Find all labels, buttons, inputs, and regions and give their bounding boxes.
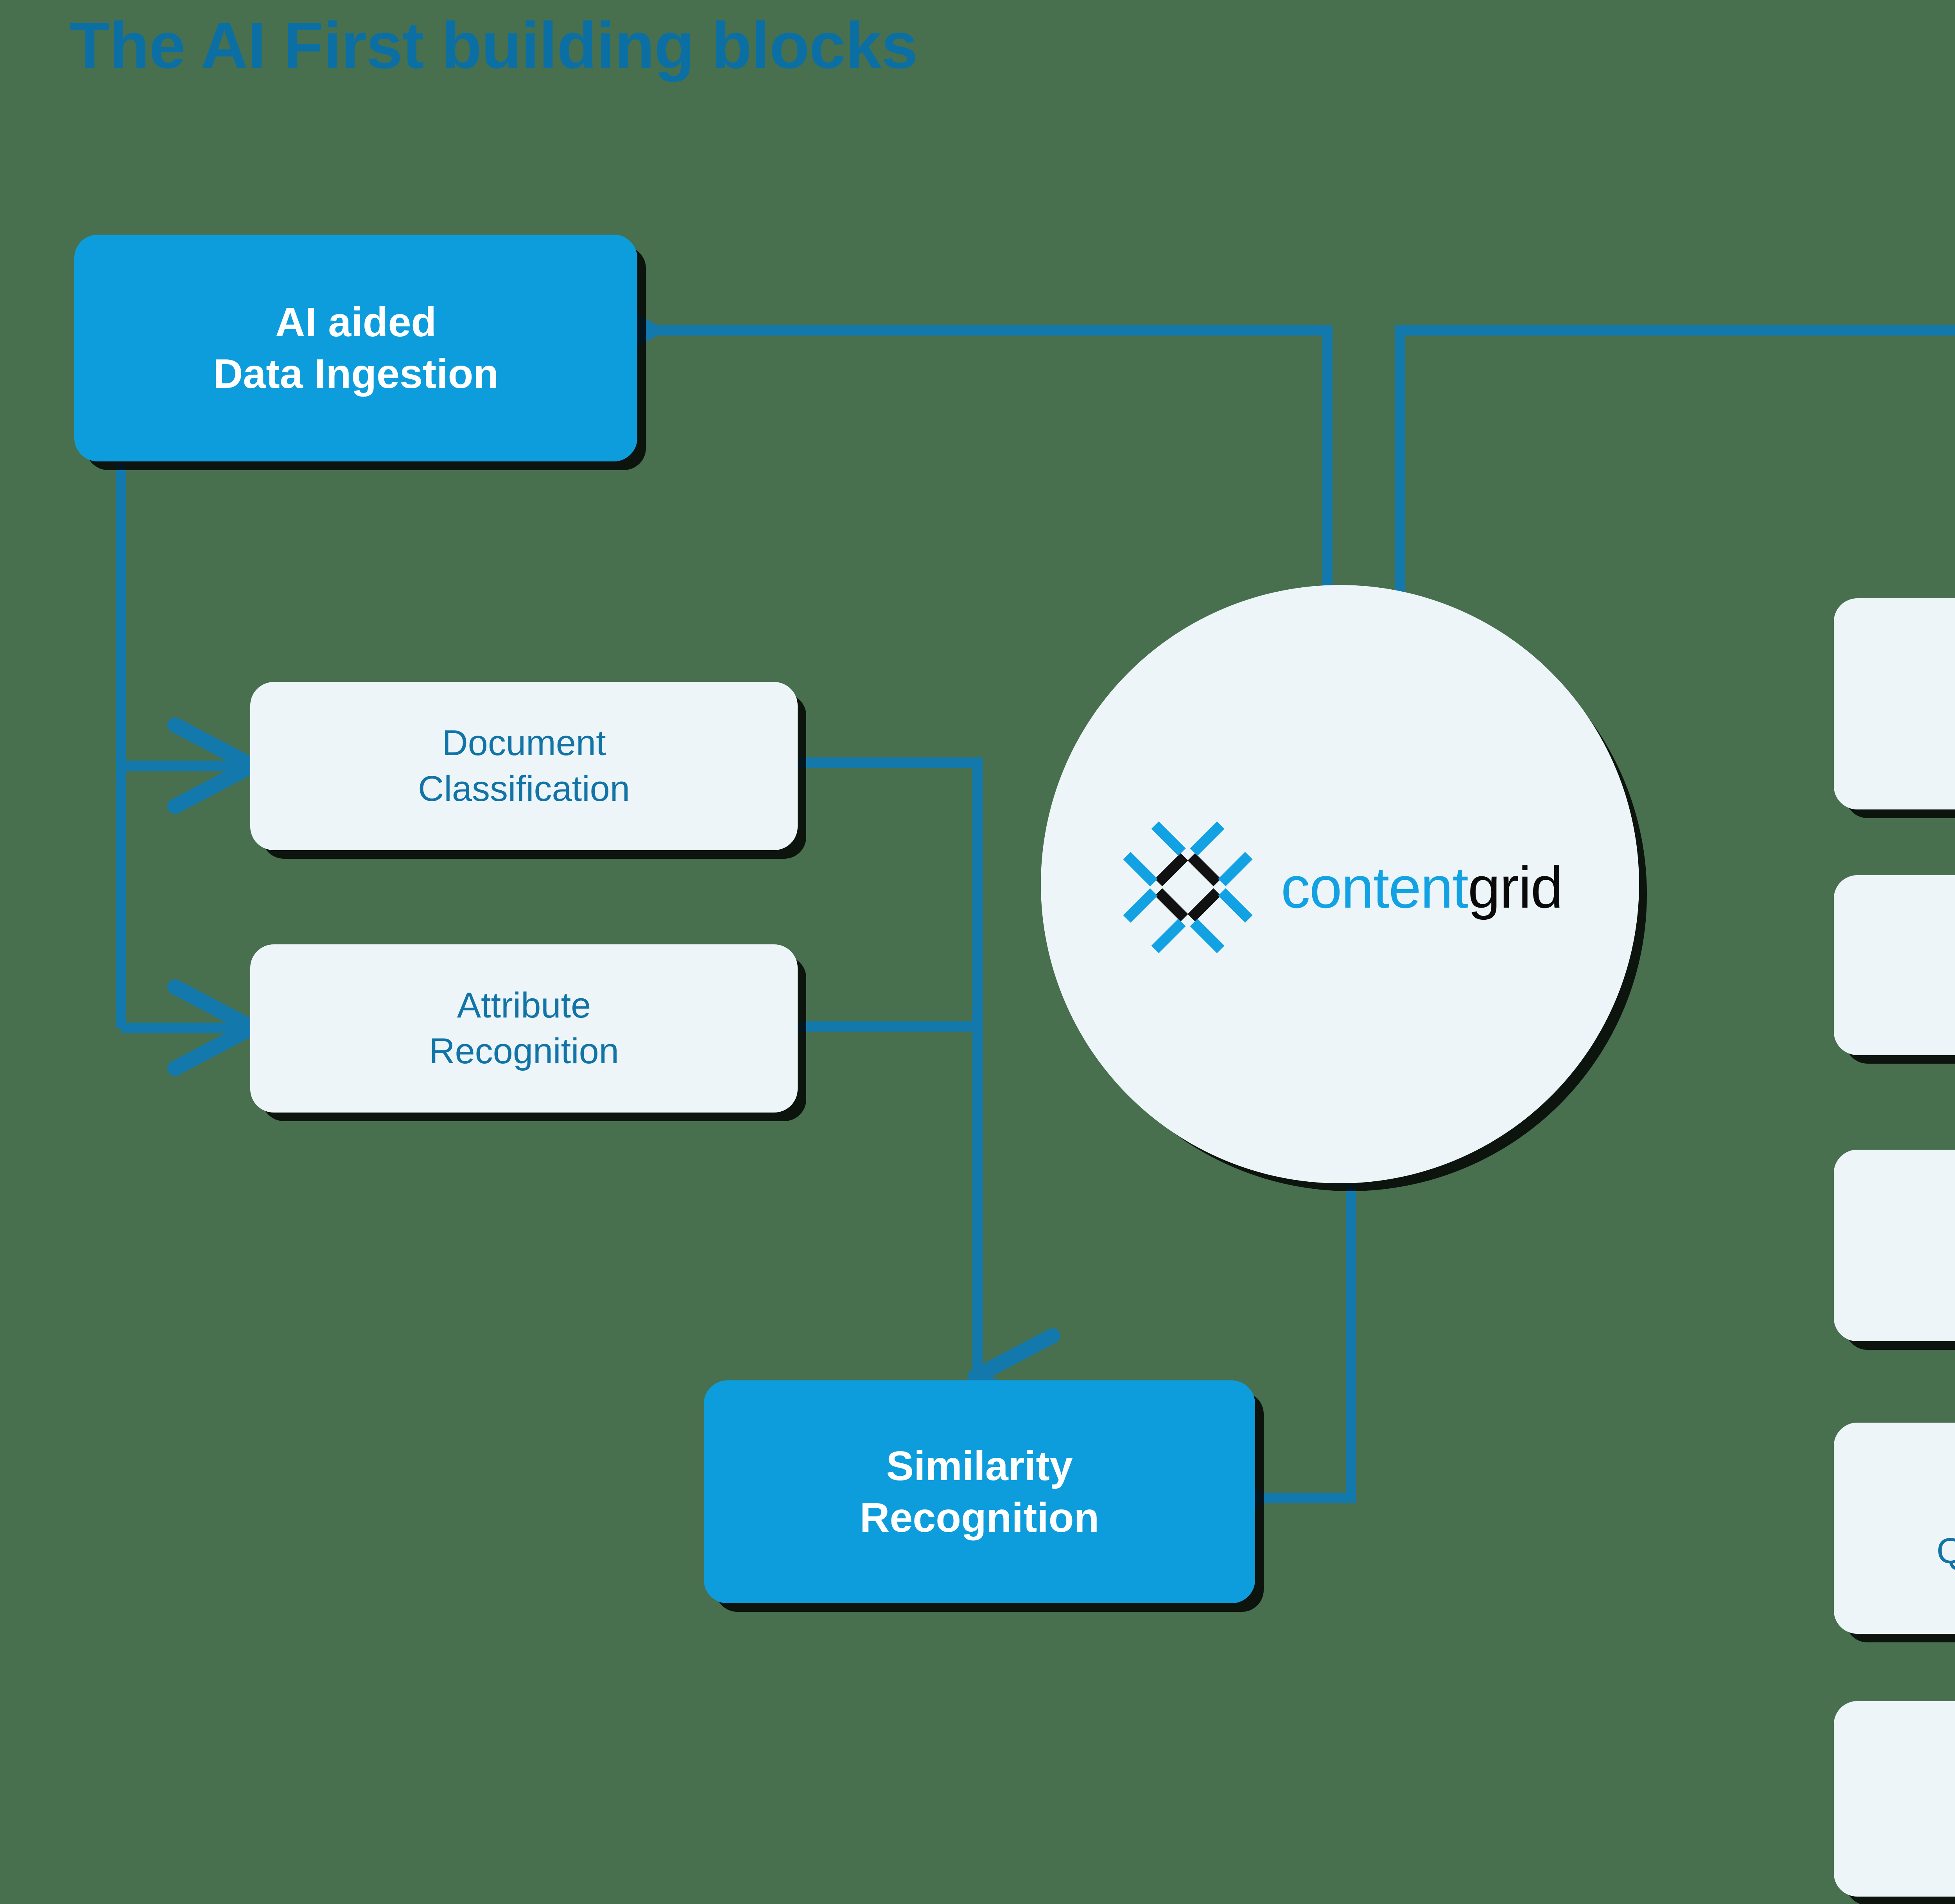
- node-semantic-search[interactable]: Semantic Search: [1834, 1150, 1955, 1341]
- node-label: LLM Integration: [1834, 1776, 1955, 1822]
- node-similarity-recognition-center[interactable]: Similarity Recognition: [704, 1380, 1255, 1603]
- node-attribute-recognition[interactable]: Attribute Recognition: [250, 944, 798, 1113]
- contentgrid-wordmark: contentgrid: [1281, 858, 1563, 917]
- node-label: Document Classification: [418, 723, 630, 809]
- node-label: Similarity Recognition: [1834, 658, 1955, 750]
- edge-circle-to-similarity: [1172, 1185, 1356, 1546]
- node-document-classification[interactable]: Document Classification: [250, 682, 798, 850]
- wordmark-content: content: [1281, 854, 1469, 920]
- node-llm-integration[interactable]: LLM Integration: [1834, 1701, 1955, 1897]
- node-label: Natural Language Query Understanding: [1936, 1531, 1955, 1571]
- node-autocomplete[interactable]: Autocomplete: [1834, 875, 1955, 1055]
- edge-document-classification-to-similarity: [798, 757, 1060, 1425]
- edge-circle-to-ai-ingestion-visible: [566, 282, 1333, 594]
- wordmark-grid: grid: [1467, 854, 1563, 920]
- node-natural-language-query-understanding[interactable]: Natural Language Query Understanding: [1834, 1423, 1955, 1634]
- node-label: AI aided Data Ingestion: [213, 299, 499, 397]
- node-similarity-recognition-right[interactable]: Similarity Recognition: [1834, 598, 1955, 809]
- contentgrid-logo-badge: contentgrid: [1041, 585, 1639, 1183]
- node-label: Autocomplete: [1834, 942, 1955, 988]
- page-title: The AI First building blocks: [70, 9, 918, 82]
- node-label: Attribute Recognition: [429, 985, 619, 1071]
- node-label: Semantic Search: [1834, 1223, 1955, 1269]
- edge-circle-to-advanced-search: [1395, 325, 1955, 594]
- node-label: Similarity Recognition: [859, 1443, 1099, 1541]
- contentgrid-diamond-icon: [1123, 821, 1253, 953]
- node-ai-aided-data-ingestion[interactable]: AI aided Data Ingestion: [74, 235, 637, 461]
